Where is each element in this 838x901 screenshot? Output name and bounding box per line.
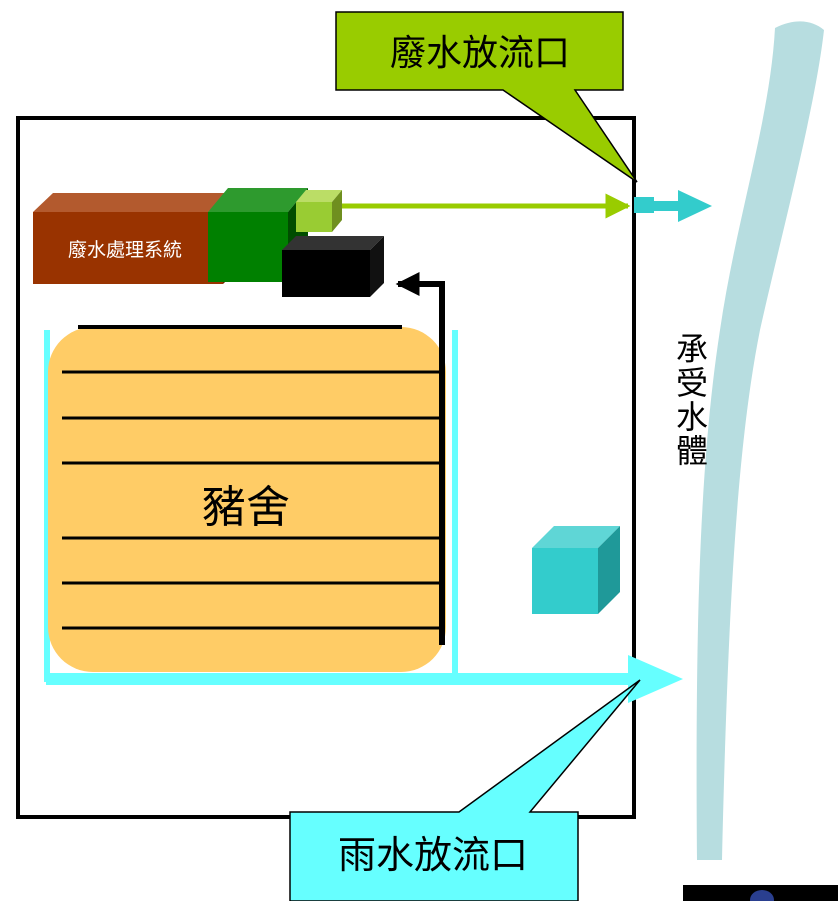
pig-house-label: 豬舍 (202, 482, 290, 533)
treatment-system-label: 廢水處理系統 (68, 239, 182, 261)
wastewater-outlet-arrow (652, 190, 712, 222)
teal-cube-side (598, 526, 620, 614)
black-unit-side (370, 236, 384, 297)
logo-fragment-swirl (750, 890, 774, 901)
black-unit-front (282, 250, 370, 297)
black-unit-top (282, 236, 384, 250)
treatment-system-top (33, 193, 243, 212)
wastewater-outlet-callout (335, 11, 638, 183)
receiving-water-label: 承受水體 (671, 332, 709, 468)
rain-channel-right (452, 330, 458, 675)
wastewater-pipe (395, 272, 445, 645)
rainwater-outlet-label: 雨水放流口 (338, 833, 528, 877)
teal-cube-top (532, 526, 620, 548)
rainwater-outlet-callout (289, 679, 641, 901)
rain-channel-left (44, 330, 50, 682)
teal-cube-front (532, 548, 598, 614)
rain-channel-bottom (46, 673, 640, 685)
small-unit-side (332, 190, 342, 232)
rain-channel-arrowhead (628, 655, 683, 703)
wastewater-outlet-nozzle (634, 197, 654, 213)
treatment-system-front (33, 212, 223, 284)
wastewater-outlet-label: 廢水放流口 (390, 33, 570, 74)
receiving-water-river (696, 21, 824, 861)
green-unit-front (208, 212, 288, 282)
small-unit-front (296, 202, 332, 232)
small-unit-top (296, 190, 342, 202)
green-unit-top (208, 188, 308, 212)
pig-house-body (48, 327, 446, 672)
